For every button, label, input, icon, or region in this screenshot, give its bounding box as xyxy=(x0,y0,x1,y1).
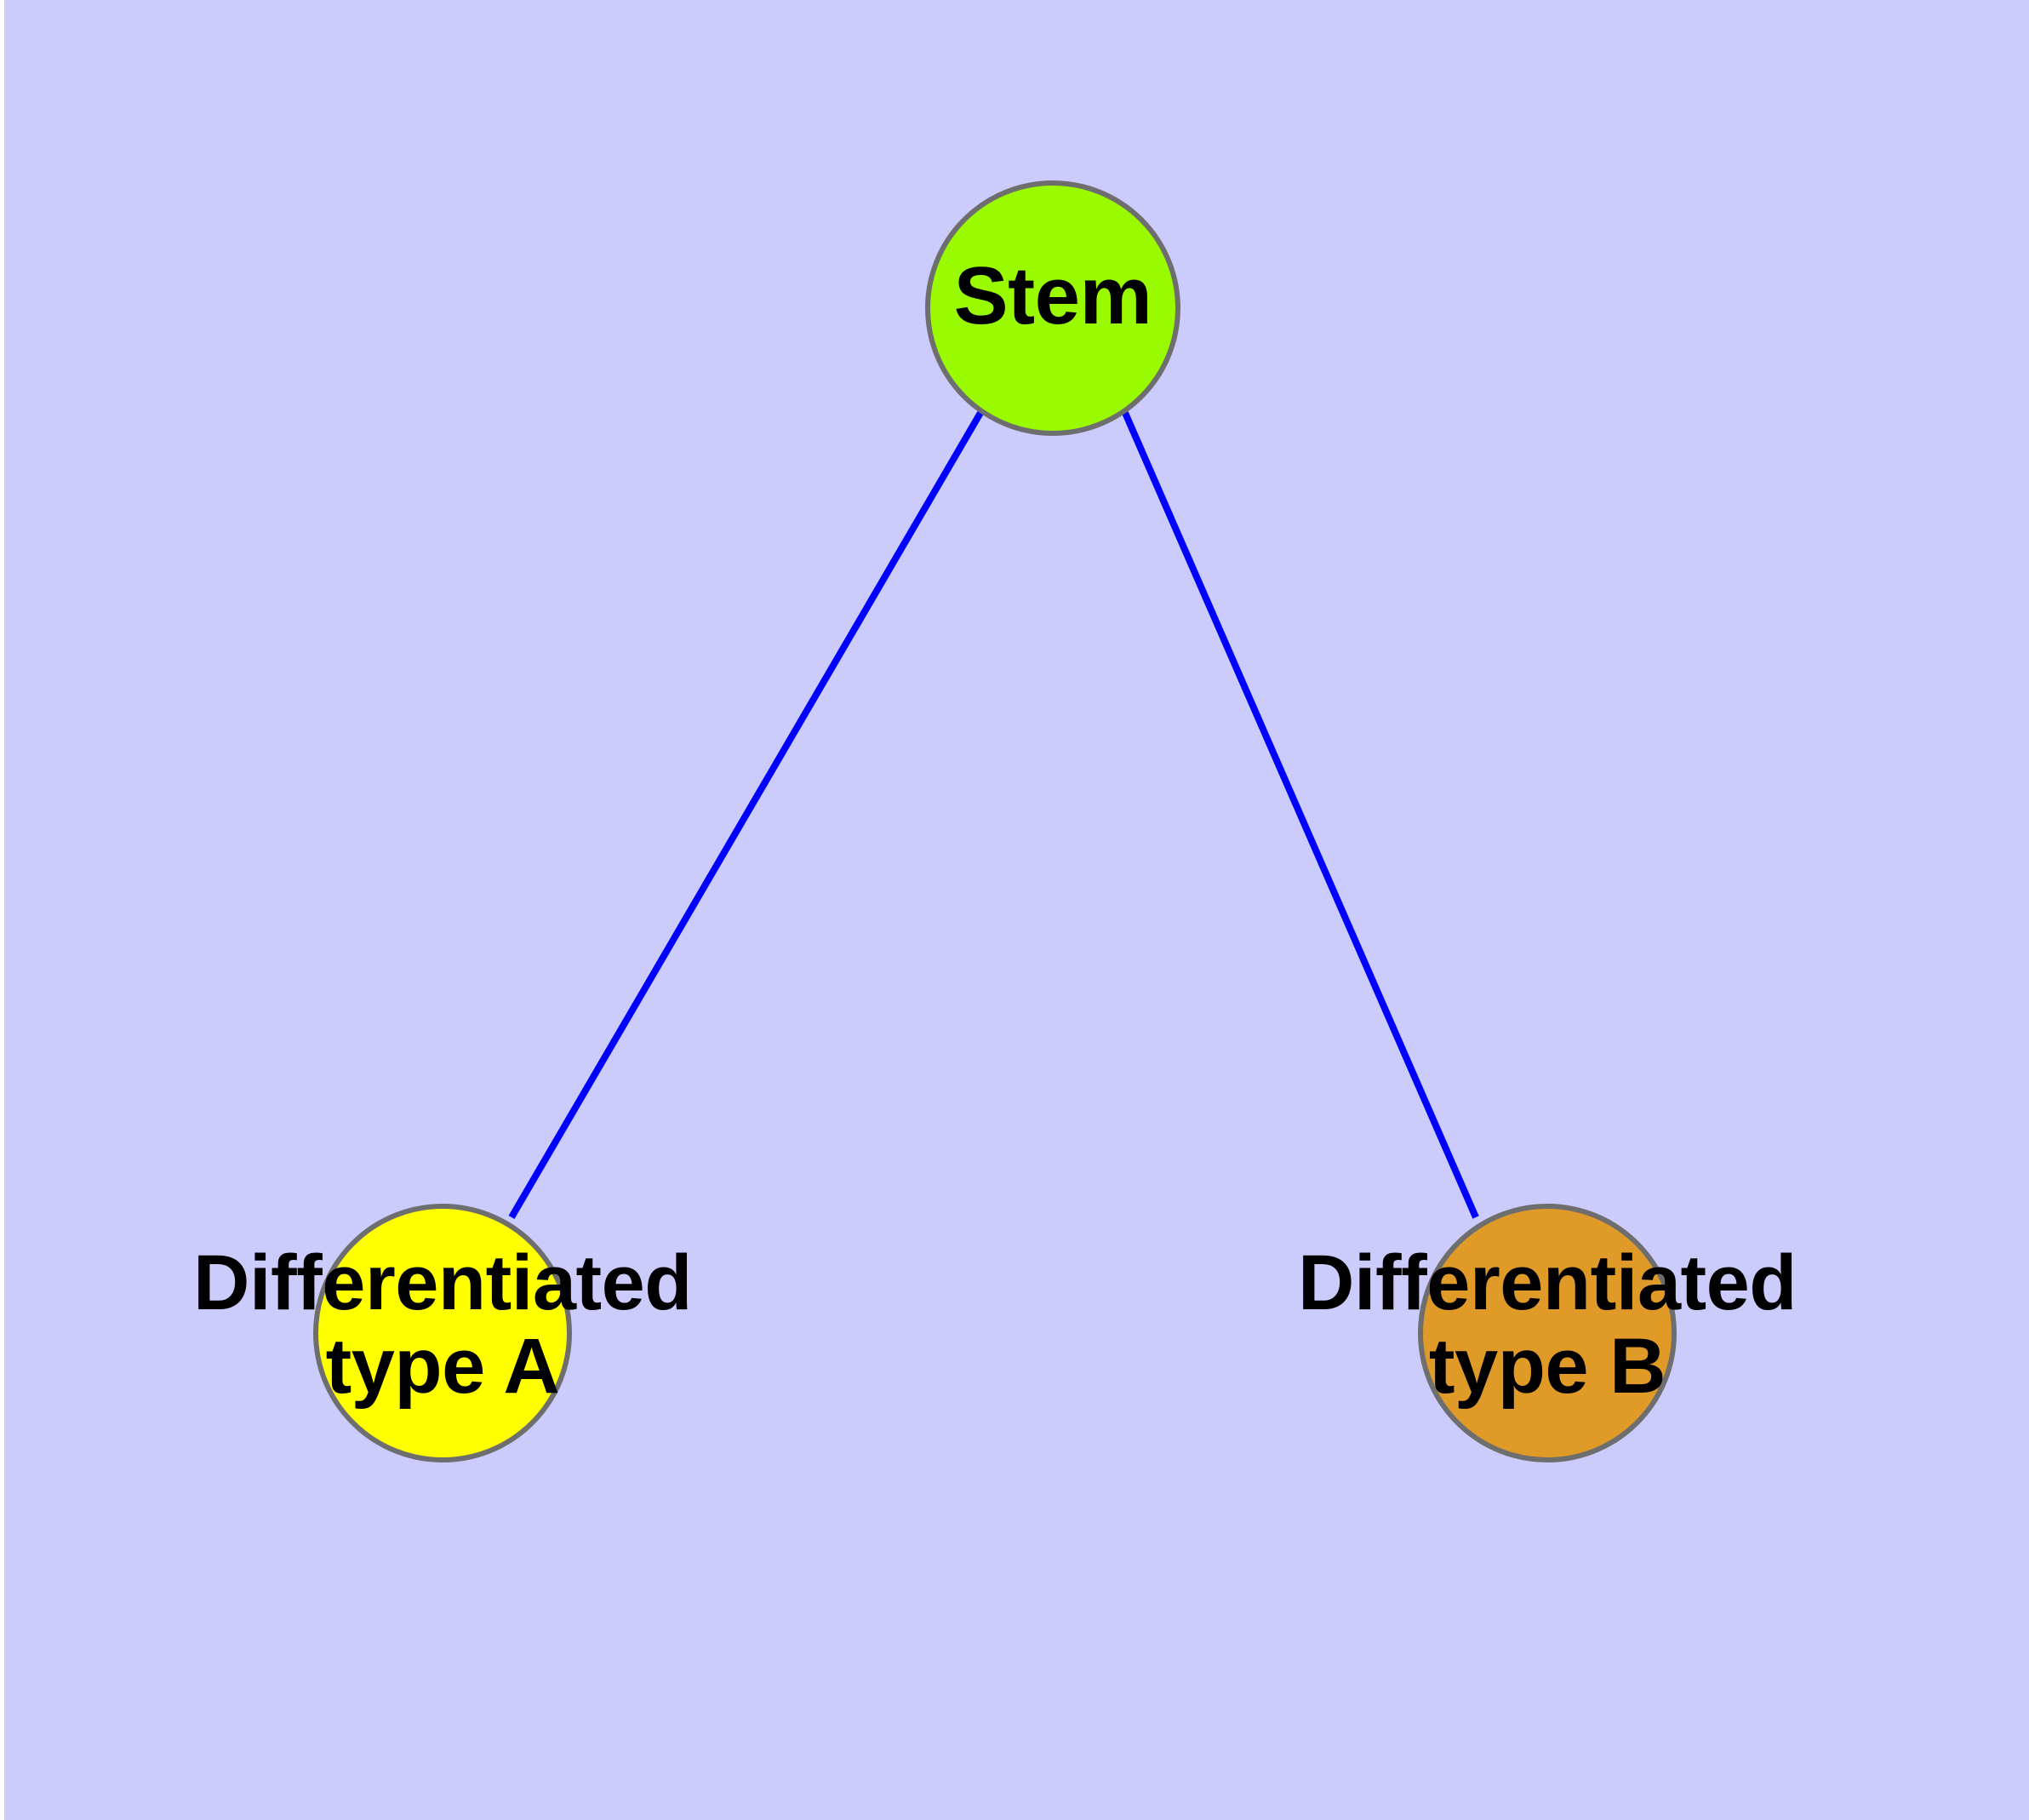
edge-stem-to-diffA xyxy=(508,410,984,1220)
node-circle-diffB[interactable] xyxy=(1418,1204,1677,1462)
edge-layer xyxy=(508,410,1479,1220)
edge-stem-to-diffB xyxy=(1122,411,1479,1219)
node-circle-stem[interactable] xyxy=(925,180,1180,436)
node-layer xyxy=(313,180,1677,1462)
node-circle-diffA[interactable] xyxy=(313,1204,572,1462)
